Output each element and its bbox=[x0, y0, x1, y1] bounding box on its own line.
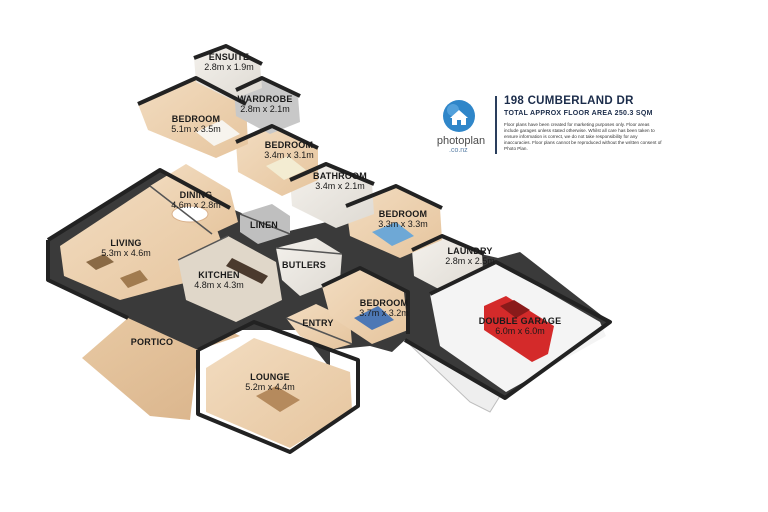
bed-1 bbox=[196, 120, 240, 146]
room-dims-bedroom-3: 3.3m x 3.3m bbox=[378, 219, 428, 229]
brand-name: photoplan bbox=[436, 135, 486, 147]
kitchen-floor bbox=[178, 236, 282, 322]
property-address: 198 CUMBERLAND DR bbox=[504, 95, 634, 107]
room-label-entry: ENTRY bbox=[302, 318, 333, 328]
room-label-laundry: LAUNDRY bbox=[447, 246, 492, 256]
lounge-rug bbox=[256, 386, 300, 412]
room-label-linen: LINEN bbox=[250, 220, 278, 230]
room-dims-bedroom-1: 5.1m x 3.5m bbox=[171, 124, 221, 134]
room-label-living: LIVING bbox=[110, 238, 141, 248]
car-windscreen bbox=[500, 300, 530, 318]
room-label-lounge: LOUNGE bbox=[250, 372, 290, 382]
living-sofa-2 bbox=[120, 270, 148, 288]
room-label-portico: PORTICO bbox=[131, 337, 173, 347]
bed-4 bbox=[354, 306, 394, 330]
room-label-bathroom: BATHROOM bbox=[313, 171, 367, 181]
room-dims-kitchen: 4.8m x 4.3m bbox=[194, 280, 244, 290]
interior-walls bbox=[149, 185, 353, 345]
room-label-bedroom-4: BEDROOM bbox=[360, 298, 408, 308]
kitchen-bench bbox=[226, 258, 268, 284]
living-sofa bbox=[86, 254, 114, 270]
room-dims-dining: 4.6m x 2.8m bbox=[171, 200, 221, 210]
room-label-dining: DINING bbox=[180, 190, 213, 200]
bed-3 bbox=[372, 222, 414, 246]
photoplan-logo bbox=[428, 96, 490, 158]
room-dims-lounge: 5.2m x 4.4m bbox=[245, 382, 295, 392]
info-divider bbox=[495, 96, 497, 154]
room-dims-bathroom: 3.4m x 2.1m bbox=[315, 181, 365, 191]
walls bbox=[46, 44, 612, 454]
floor-area: TOTAL APPROX FLOOR AREA 250.3 SQM bbox=[504, 110, 653, 117]
room-dims-living: 5.3m x 4.6m bbox=[101, 248, 151, 258]
dining-floor bbox=[150, 164, 238, 234]
car-red bbox=[484, 296, 554, 362]
room-label-ensuite: ENSUITE bbox=[209, 52, 249, 62]
room-dims-laundry: 2.8m x 2.5m bbox=[445, 256, 495, 266]
room-label-kitchen: KITCHEN bbox=[198, 270, 239, 280]
bedroom4-floor bbox=[322, 268, 408, 344]
room-label-bedroom-2: BEDROOM bbox=[265, 140, 313, 150]
bed-2 bbox=[266, 156, 306, 180]
brand-domain: .co.nz bbox=[449, 147, 468, 154]
property-info: 198 CUMBERLAND DR TOTAL APPROX FLOOR ARE… bbox=[504, 95, 704, 152]
room-dims-bedroom-4: 3.7m x 3.2m bbox=[359, 308, 409, 318]
room-dims-bedroom-2: 3.4m x 3.1m bbox=[264, 150, 314, 160]
disclaimer-text: Floor plans have been created for market… bbox=[504, 122, 662, 151]
room-label-bedroom-1: BEDROOM bbox=[172, 114, 220, 124]
room-dims-wardrobe: 2.8m x 2.1m bbox=[240, 104, 290, 114]
room-label-wardrobe: WARDROBE bbox=[237, 94, 292, 104]
room-label-bedroom-3: BEDROOM bbox=[379, 209, 427, 219]
room-dims-garage: 6.0m x 6.0m bbox=[495, 326, 545, 336]
house-bubble-icon bbox=[443, 100, 475, 132]
room-dims-ensuite: 2.8m x 1.9m bbox=[204, 62, 254, 72]
room-label-butlers: BUTLERS bbox=[282, 260, 326, 270]
room-label-garage: DOUBLE GARAGE bbox=[479, 316, 562, 326]
